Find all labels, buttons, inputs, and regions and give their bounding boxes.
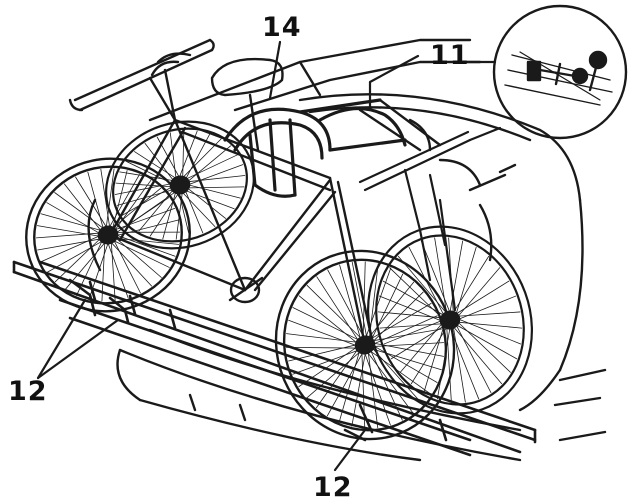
wheel-holders [68,278,374,442]
leader-lines [36,40,497,472]
front-bicycle [25,38,456,441]
holder-clamps [358,98,517,262]
callout-11-label: 11 [430,40,470,71]
callout-12-left-label: 12 [8,376,48,407]
saddle [210,57,284,152]
wheel-spokes [377,237,523,403]
detail-inset-circle [492,4,628,140]
rack-rail [12,260,537,457]
callout-14-label: 14 [262,12,302,43]
frame-holder-arms [223,98,407,198]
callout-12-bottom-label: 12 [313,472,353,503]
rear-bicycle [105,120,533,415]
